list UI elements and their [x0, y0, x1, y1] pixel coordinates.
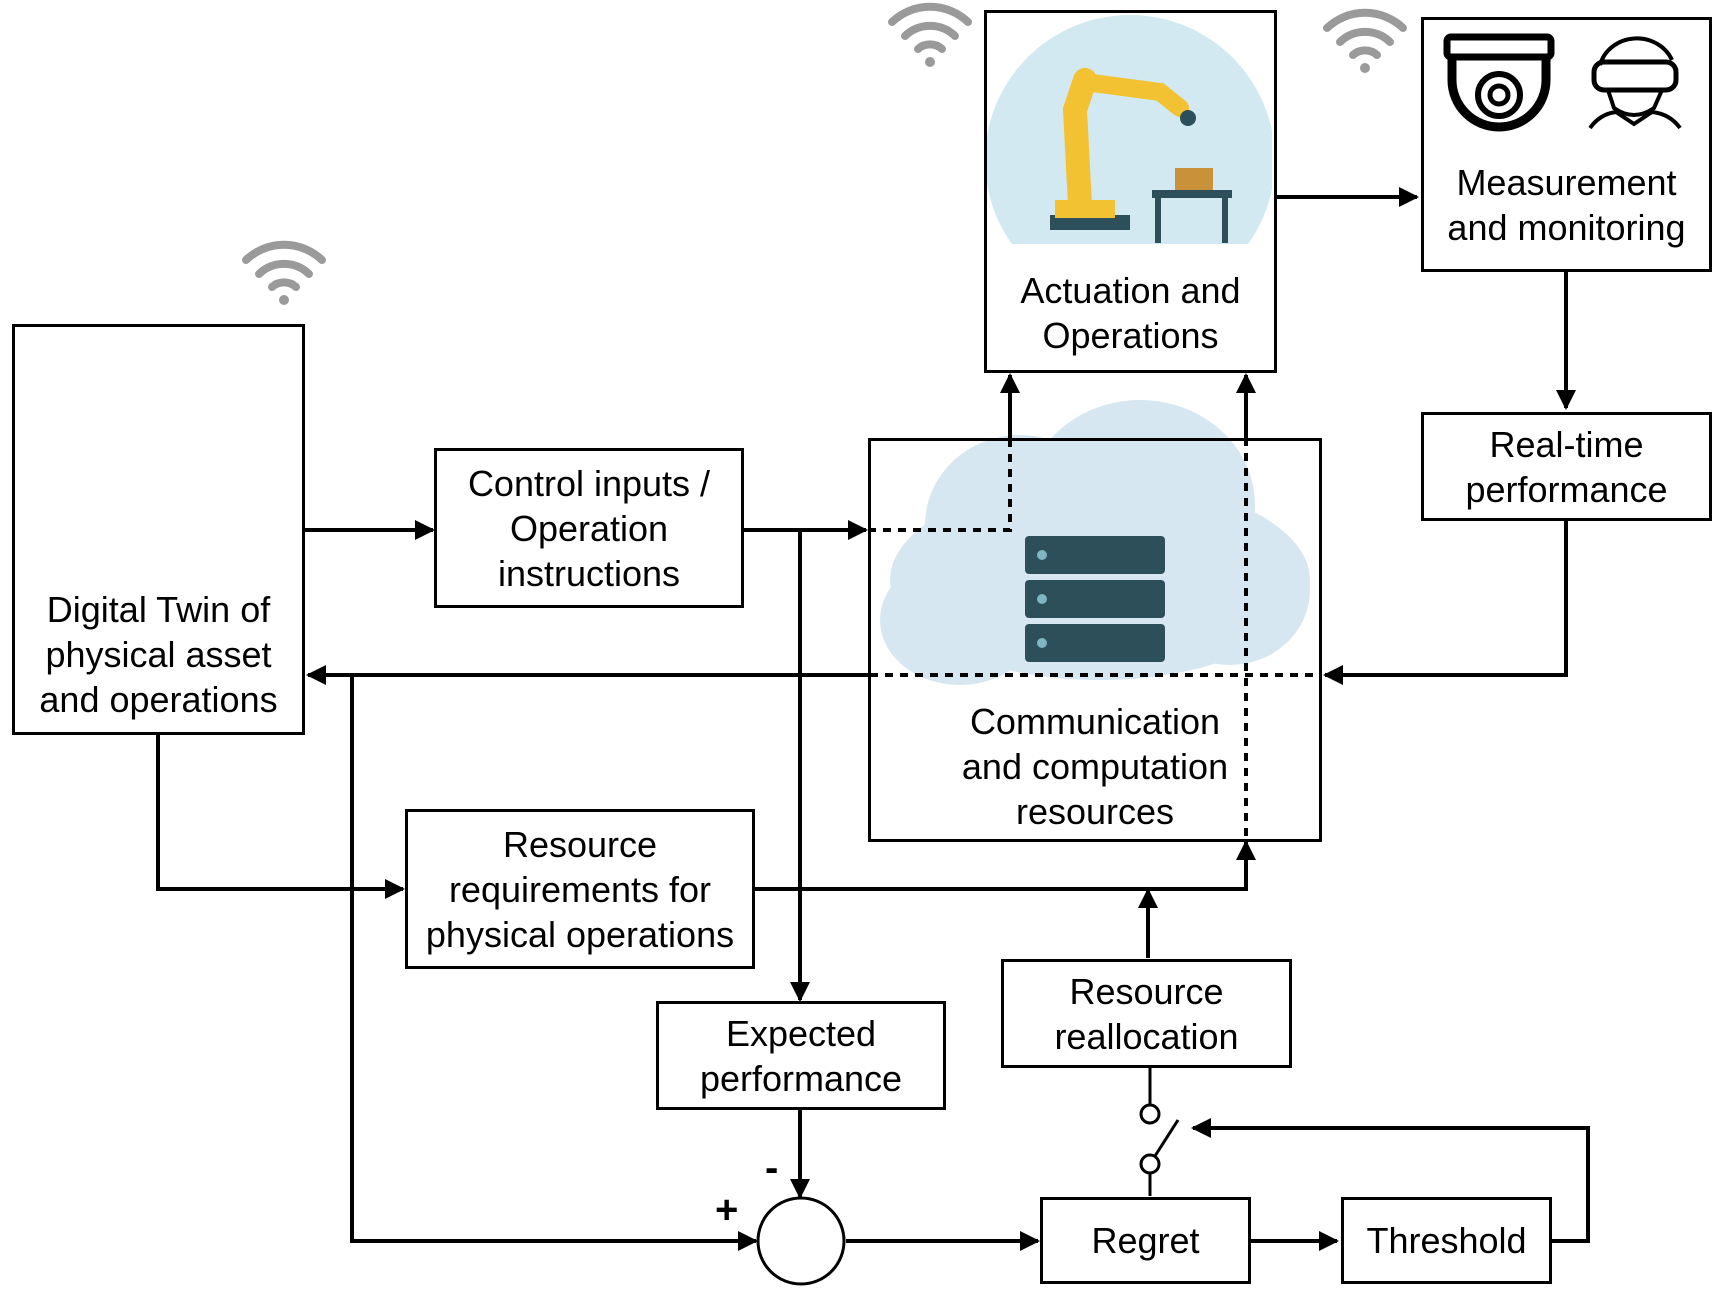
regret-box[interactable]: Regret — [1040, 1197, 1251, 1284]
wifi-icon — [242, 240, 326, 305]
actuation-label: Actuation and Operations — [1020, 270, 1241, 356]
control-inputs-box[interactable]: Control inputs / Operation instructions — [434, 448, 744, 608]
resource-requirements-label: Resource requirements for physical opera… — [425, 823, 735, 955]
arrow-realtime-to-comm — [1323, 521, 1568, 685]
resource-reallocation-box[interactable]: Resource reallocation — [1001, 959, 1292, 1068]
vr-headset-user-icon — [1588, 36, 1682, 130]
communication-label: Communication and computation resources — [961, 701, 1229, 832]
measurement-label: Measurement and monitoring — [1447, 162, 1686, 248]
digital-twin-label: Digital Twin of physical asset and opera… — [39, 589, 278, 720]
summing-junction-icon — [756, 1196, 846, 1286]
control-inputs-label: Control inputs / Operation instructions — [467, 462, 711, 594]
realtime-performance-box[interactable]: Real-time performance — [1421, 412, 1712, 521]
threshold-box[interactable]: Threshold — [1341, 1197, 1552, 1284]
regret-label: Regret — [1091, 1220, 1200, 1261]
digital-twin-box[interactable]: Digital Twin of physical asset and opera… — [12, 324, 305, 735]
wifi-icon — [888, 2, 972, 67]
robot-arm-icon — [986, 15, 1272, 244]
realtime-performance-label: Real-time performance — [1465, 423, 1668, 510]
arrow-feedback-to-sum — [350, 675, 758, 1251]
server-rack-icon — [1025, 536, 1165, 662]
communication-box[interactable]: Communication and computation resources — [868, 438, 1322, 842]
wifi-icon — [1323, 8, 1407, 73]
expected-performance-label: Expected performance — [699, 1012, 903, 1099]
minus-sign: - — [765, 1146, 779, 1190]
arrow-threshold-to-switch — [1191, 1118, 1590, 1243]
threshold-label: Threshold — [1366, 1220, 1527, 1261]
security-camera-icon — [1443, 33, 1555, 132]
switch-icon — [1139, 1068, 1180, 1196]
arrow-resource-req-to-comm — [754, 840, 1256, 891]
plus-sign: + — [715, 1188, 739, 1232]
resource-requirements-box[interactable]: Resource requirements for physical opera… — [405, 809, 755, 969]
actuation-box[interactable]: Actuation and Operations — [984, 10, 1277, 373]
resource-reallocation-label: Resource reallocation — [1054, 970, 1239, 1057]
expected-performance-box[interactable]: Expected performance — [656, 1001, 946, 1110]
arrow-dt-to-resource-req — [156, 733, 405, 899]
dotted-path-left — [868, 438, 1012, 532]
measurement-box[interactable]: Measurement and monitoring — [1421, 17, 1712, 272]
